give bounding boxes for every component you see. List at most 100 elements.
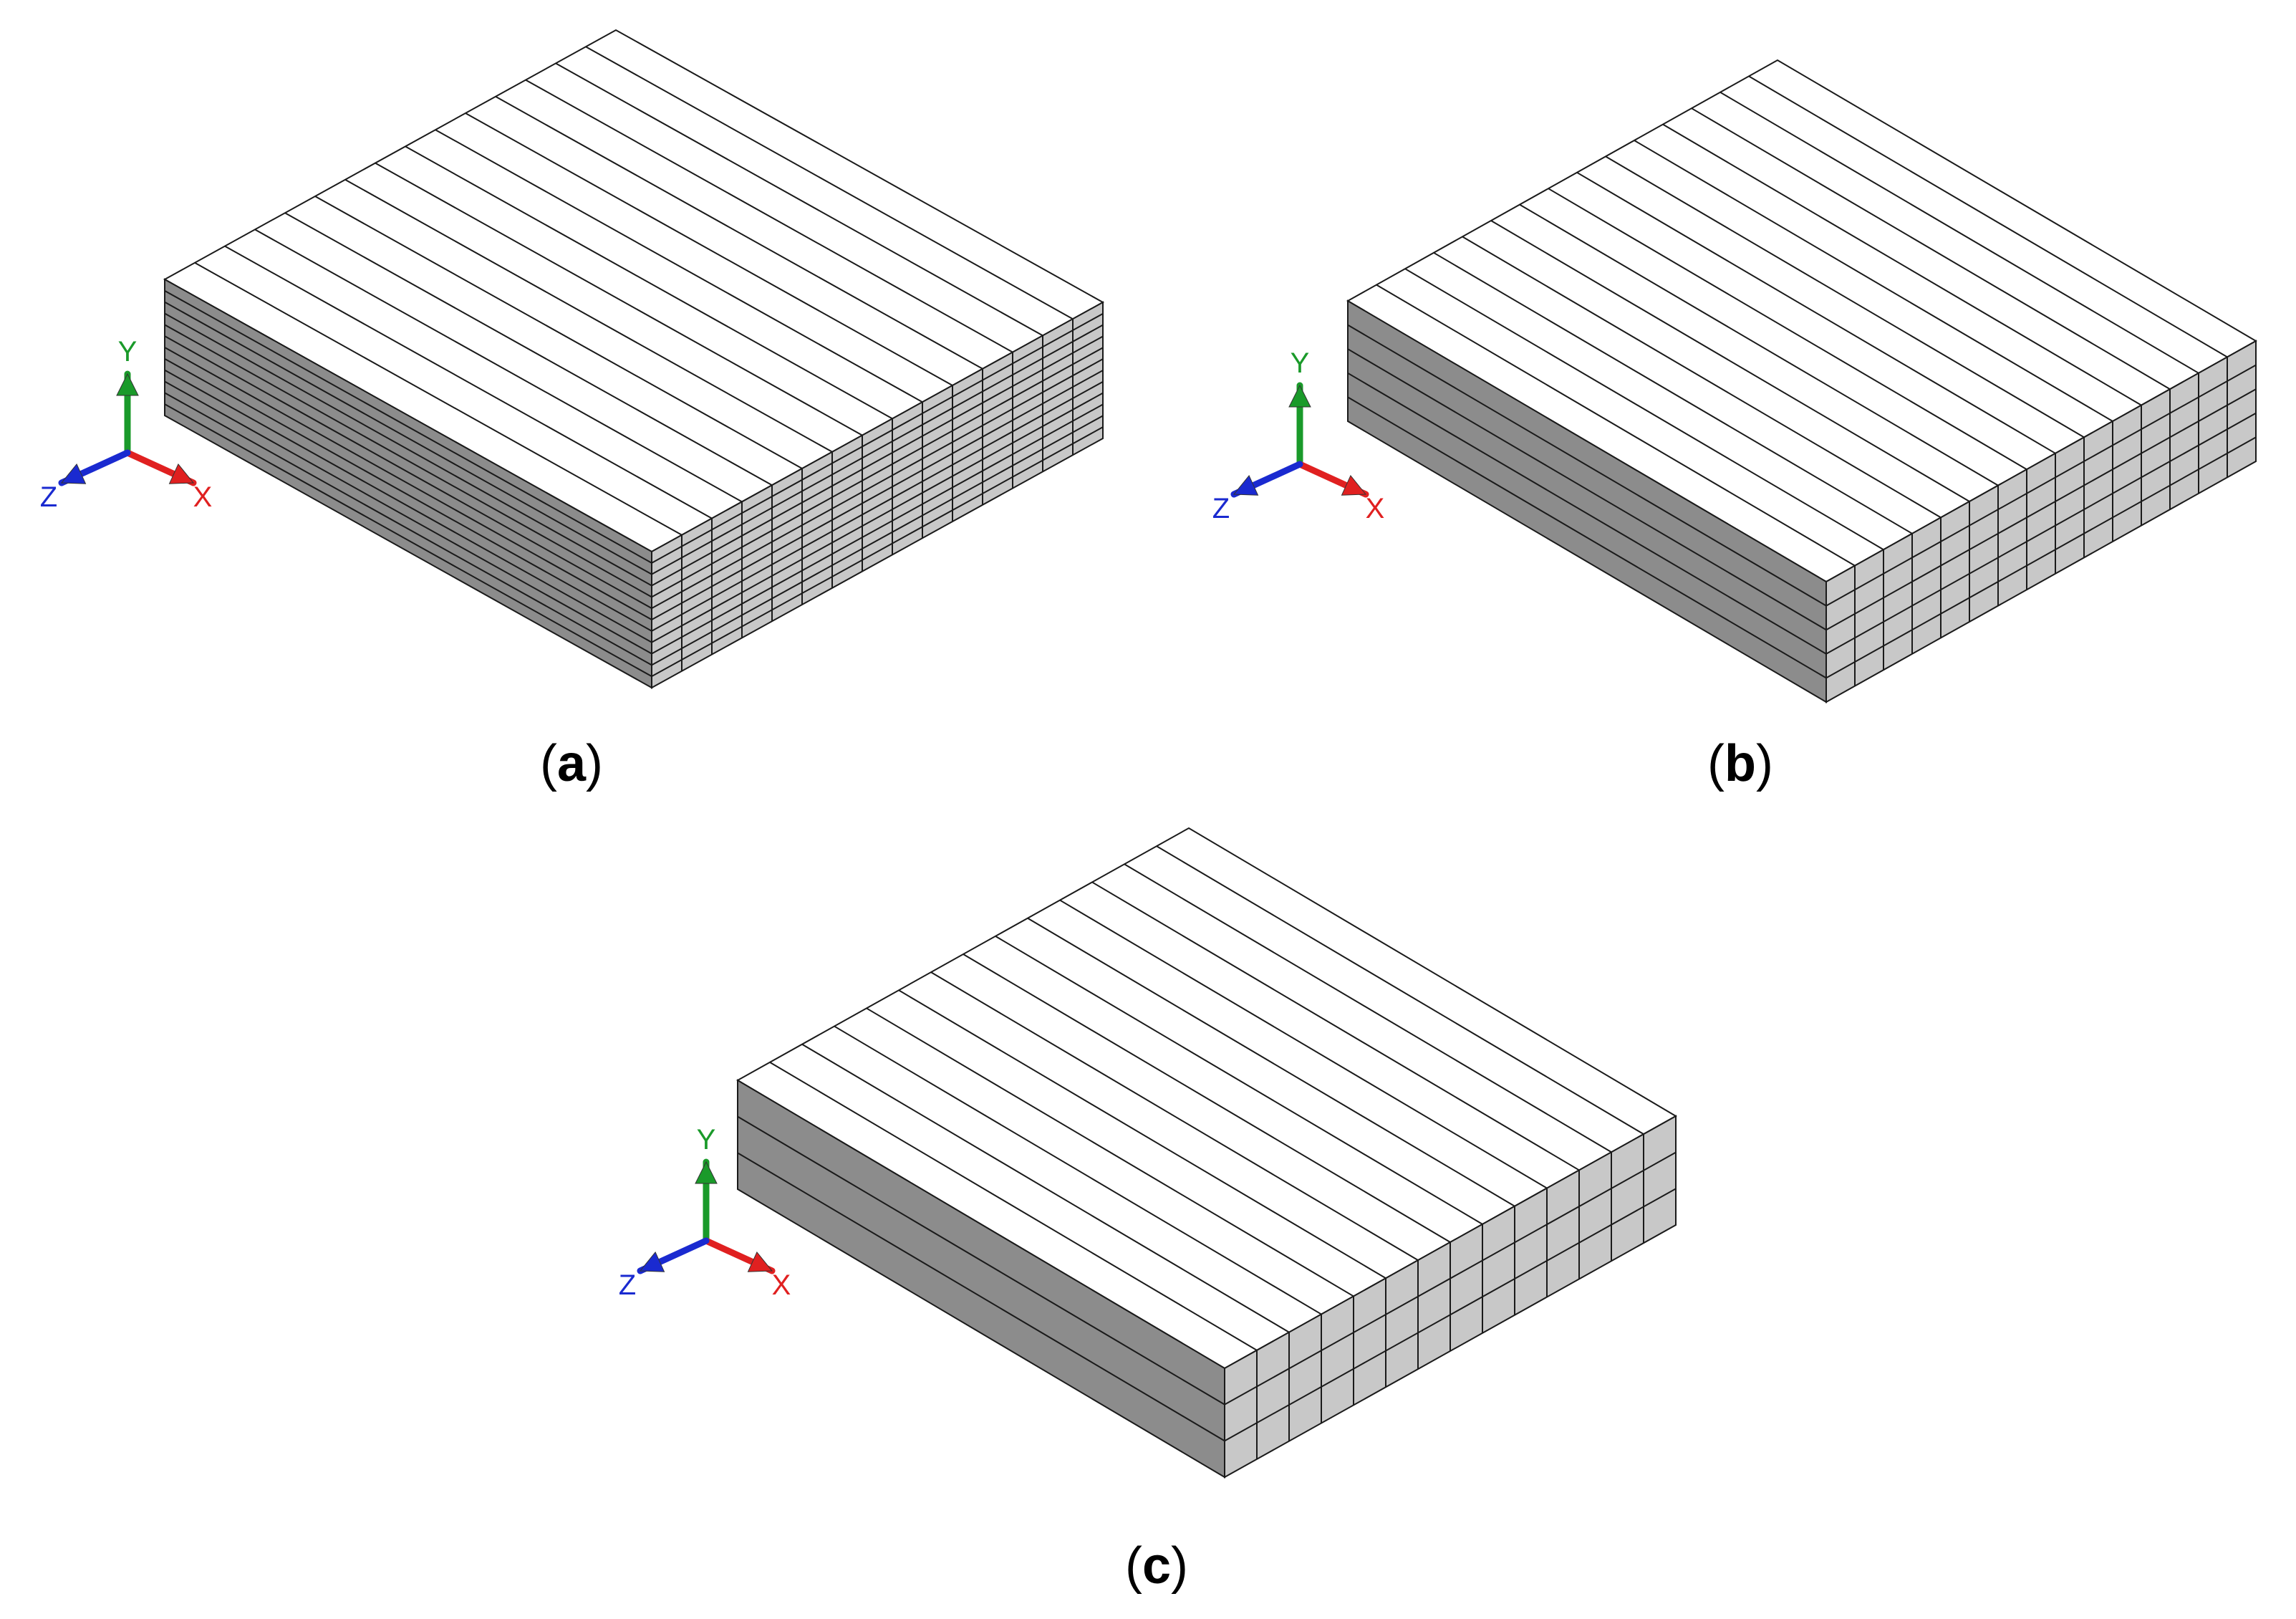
layer-line-left: [164, 335, 652, 610]
layer-line-right: [1825, 436, 2257, 679]
strip-line-top: [1576, 171, 2056, 454]
strip-line-top: [866, 1007, 1354, 1297]
strip-line-top: [495, 95, 983, 370]
strip-line-top: [344, 178, 833, 453]
layer-line-right: [651, 347, 1104, 598]
strip-line-top: [1662, 123, 2142, 406]
strip-line-top: [1433, 251, 1913, 534]
strip-line-top: [1091, 881, 1580, 1171]
strip-line-top: [995, 935, 1483, 1225]
strip-line-top: [375, 162, 863, 436]
layer-line-right: [1825, 412, 2257, 655]
z-axis-arrow-head: [60, 463, 87, 484]
strip-line-top: [769, 1061, 1258, 1351]
layer-line-left: [164, 369, 652, 643]
x-axis-label: X: [1366, 493, 1385, 524]
y-axis-arrow-head: [116, 373, 139, 396]
strip-line-top: [435, 129, 923, 403]
y-axis-arrow-head: [695, 1161, 718, 1184]
layer-line-left: [164, 380, 652, 655]
strip-line-top: [1404, 268, 1884, 551]
layer-line-left: [737, 1152, 1225, 1442]
strip-line-top: [1548, 188, 2027, 471]
strip-line-top: [1059, 899, 1548, 1189]
layer-line-left: [164, 289, 652, 564]
layer-line-right: [651, 370, 1104, 620]
layer-line-left: [164, 357, 652, 632]
layer-line-right: [651, 403, 1104, 655]
strip-line-top: [1124, 863, 1612, 1153]
z-axis-label: Z: [619, 1269, 636, 1301]
strip-line-top: [314, 196, 803, 469]
strip-line-top: [1605, 155, 2085, 438]
layer-line-left: [1347, 372, 1827, 655]
y-axis-arrow-head: [1288, 384, 1311, 408]
strip-line-top: [1027, 917, 1515, 1207]
x-axis-label: X: [772, 1269, 791, 1301]
axis-triad-icon: Y X Z: [40, 336, 213, 513]
panel-c: Y X Z: [619, 827, 1678, 1479]
strip-line-top: [465, 112, 953, 386]
layer-line-right: [651, 358, 1104, 610]
axis-triad-icon: YXZ: [1212, 347, 1385, 524]
layer-line-right: [651, 324, 1104, 575]
layer-line-left: [1347, 348, 1827, 631]
layer-line-left: [164, 403, 652, 678]
strip-line-top: [224, 245, 713, 519]
strip-line-top: [834, 1025, 1322, 1315]
layer-line-right: [651, 380, 1104, 632]
layer-line-right: [1224, 1188, 1677, 1442]
strip-line-top: [555, 62, 1043, 337]
layer-line-left: [737, 1115, 1225, 1406]
strip-line-top: [254, 229, 743, 503]
axis-triad-icon: Y X Z: [619, 1124, 791, 1301]
caption-c-letter: c: [1142, 1537, 1171, 1595]
layer-line-left: [164, 347, 652, 620]
caption-c: (c): [1125, 1537, 1188, 1595]
caption-a: (a): [540, 735, 603, 792]
layer-line-right: [1224, 1151, 1677, 1406]
z-axis-arrow-head: [1233, 474, 1259, 496]
layer-line-right: [651, 415, 1104, 666]
strip-line-top: [1634, 140, 2113, 422]
z-axis-arrow-head: [639, 1251, 665, 1272]
strip-line-top: [1519, 203, 1999, 486]
layer-line-left: [1347, 396, 1827, 679]
layer-line-left: [1347, 324, 1827, 607]
layer-line-right: [1825, 364, 2257, 607]
layer-line-left: [164, 301, 652, 575]
strip-line-top: [801, 1043, 1290, 1333]
x-axis-arrow-head: [747, 1251, 773, 1272]
layer-line-right: [651, 312, 1104, 564]
strip-line-top: [194, 261, 682, 536]
strip-line-top: [1462, 236, 1942, 519]
y-axis-label: Y: [118, 336, 138, 367]
strip-line-top: [525, 79, 1013, 353]
strip-line-top: [1156, 845, 1644, 1135]
y-axis-label: Y: [697, 1124, 716, 1156]
strip-line-top: [284, 212, 773, 486]
x-axis-label: X: [193, 481, 213, 513]
panel-b: YXZ: [1212, 59, 2258, 703]
strip-line-top: [898, 989, 1386, 1279]
x-axis-arrow-head: [168, 463, 195, 484]
layer-line-right: [651, 392, 1104, 643]
strip-line-top: [585, 46, 1074, 320]
strip-line-top: [1691, 107, 2171, 390]
layer-line-right: [1825, 388, 2257, 631]
layer-line-right: [651, 335, 1104, 587]
z-axis-label: Z: [1212, 493, 1230, 524]
caption-b: (b): [1707, 735, 1773, 792]
caption-b-letter: b: [1725, 735, 1756, 792]
z-axis-label: Z: [40, 481, 57, 513]
strip-line-top: [1490, 220, 1970, 502]
layer-line-left: [164, 392, 652, 666]
strip-line-top: [1719, 91, 2199, 374]
strip-line-top: [930, 971, 1419, 1262]
x-axis-arrow-head: [1341, 474, 1367, 496]
caption-a-letter: a: [557, 735, 587, 792]
layer-line-left: [164, 324, 652, 598]
strip-line-top: [1376, 284, 1856, 567]
panel-a: Y X Z: [40, 29, 1105, 689]
